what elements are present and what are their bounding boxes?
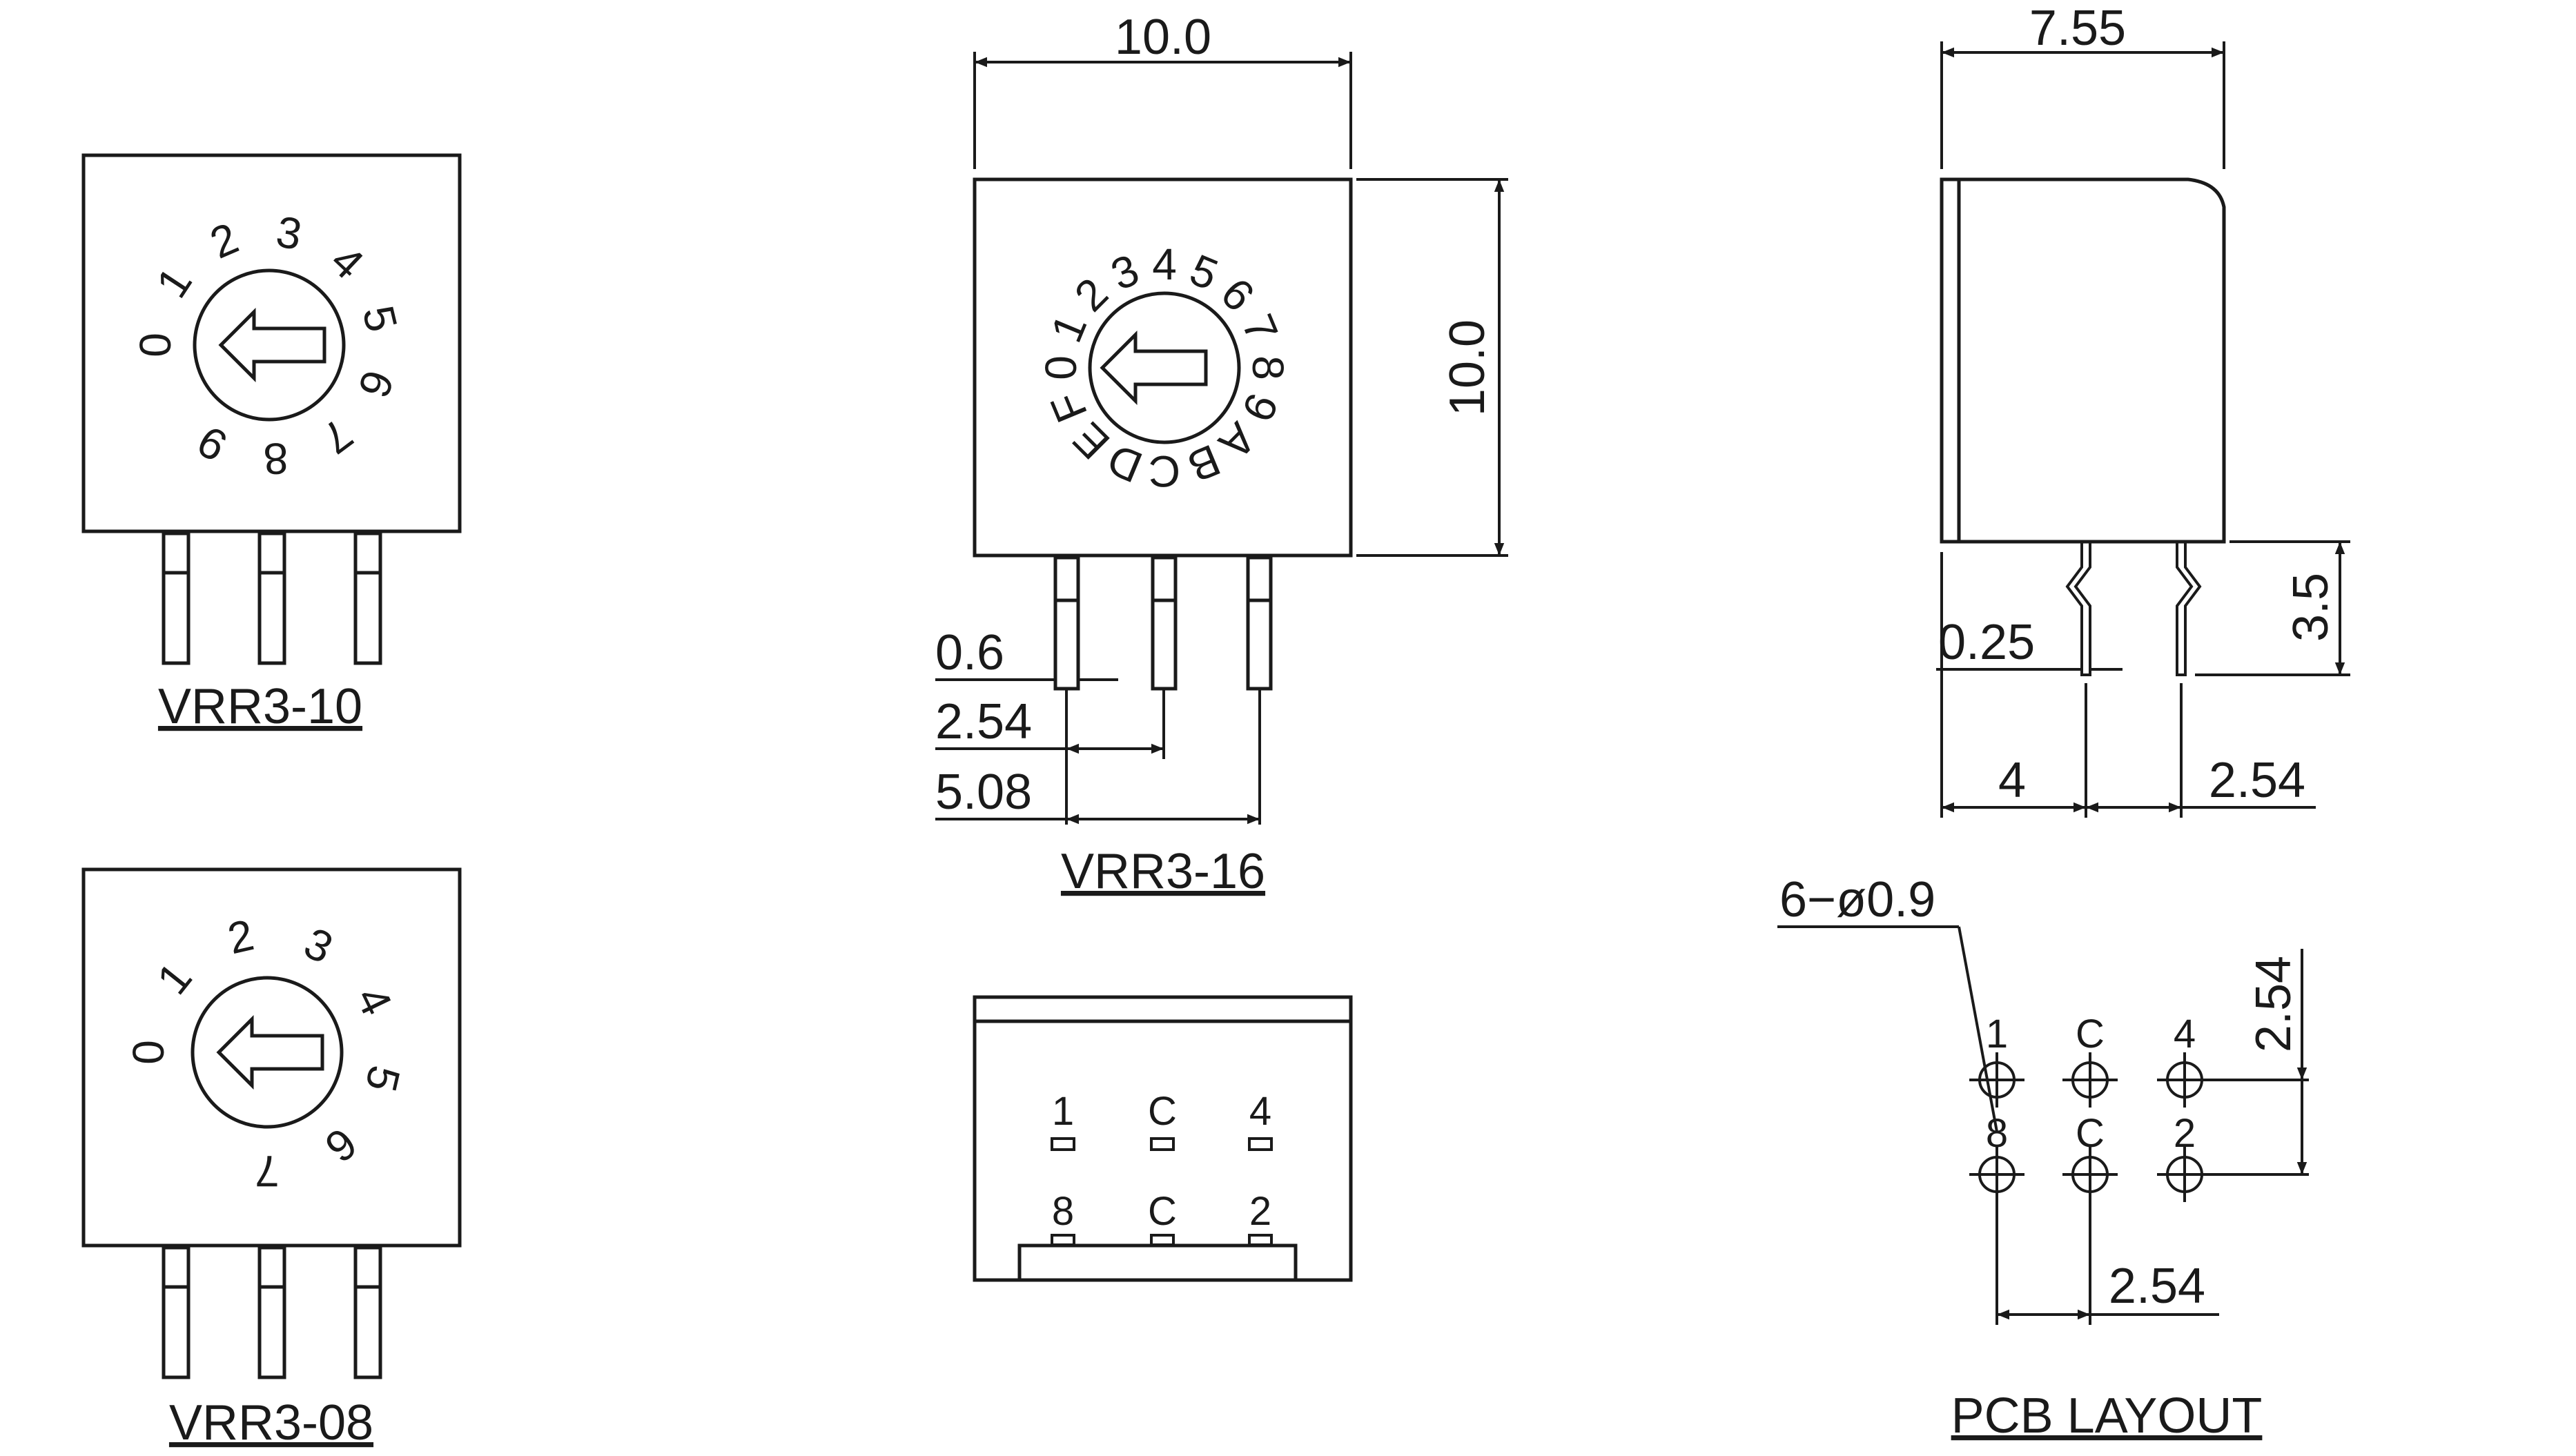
- pcb-pin-label: 4: [2174, 1012, 2196, 1056]
- view-pcb-layout: [1777, 925, 2309, 1325]
- dial-number: 0: [1036, 355, 1086, 380]
- dim-lead-thickness-label: 0.25: [1938, 615, 2035, 670]
- side-body-outline: [1940, 177, 2226, 544]
- hole-note-leader: [1777, 925, 1998, 1132]
- model-title-vrr3-10: VRR3-10: [158, 679, 362, 734]
- bottom-body-outline: [973, 995, 1353, 1282]
- pcb-pin-label: C: [2076, 1111, 2105, 1156]
- side-leads: [2065, 542, 2202, 676]
- dim-offset-label: 4: [1998, 753, 2026, 808]
- pad-marks: [1051, 1137, 1273, 1246]
- dial-number: 9: [189, 416, 235, 471]
- pcb-pin-label: C: [2076, 1012, 2105, 1056]
- dial-number: 0: [130, 333, 180, 357]
- dial-number: 8: [1243, 355, 1293, 380]
- dim-width-label: 10.0: [1115, 10, 1211, 65]
- rotor-arrow-icon: [216, 1014, 324, 1090]
- pcb-holes: [1969, 1052, 2212, 1202]
- dim-pitch-2-label: 5.08: [935, 765, 1032, 820]
- pins: [162, 1246, 382, 1379]
- dim-pitch-1-label: 2.54: [935, 694, 1032, 749]
- dial-number: 5: [1183, 244, 1224, 299]
- dim-row-pitch-label: 2.54: [2246, 956, 2301, 1052]
- dim-col-pitch-label: 2.54: [2109, 1259, 2205, 1314]
- bottom-pin-label: 2: [1249, 1189, 1271, 1234]
- rotor-circle: [193, 268, 346, 422]
- switch-body-outline: [973, 177, 1353, 558]
- dial-number: 1: [1041, 307, 1096, 348]
- dim-lead-height-label: 3.5: [2283, 573, 2339, 642]
- dial-number: 2: [1065, 268, 1118, 321]
- dial-number: 5: [353, 301, 407, 336]
- dim-pitch-label: 2.54: [2209, 753, 2305, 808]
- pcb-pin-label: 1: [1986, 1012, 2008, 1056]
- dial-number: 2: [203, 213, 245, 268]
- view-side: [1936, 41, 2350, 818]
- dial-number: 8: [262, 433, 290, 484]
- bottom-pin-label: 4: [1249, 1089, 1271, 1134]
- pcb-hole-note: 6−ø0.9: [1779, 872, 1935, 927]
- dial-number: 6: [316, 1118, 367, 1172]
- rotor-circle: [1088, 291, 1241, 444]
- dial-number: 4: [347, 979, 402, 1023]
- pins: [1053, 555, 1273, 691]
- rotor-circle: [191, 976, 344, 1129]
- dial-number: 3: [273, 206, 306, 259]
- bottom-pin-label: 8: [1052, 1189, 1074, 1234]
- dimension-depth: [1940, 41, 2225, 169]
- dial-number: 3: [1104, 244, 1145, 299]
- bottom-pin-label: C: [1148, 1089, 1177, 1134]
- dim-height-label: 10.0: [1440, 319, 1495, 416]
- pcb-pin-label: 8: [1986, 1111, 2008, 1156]
- rotor-arrow-icon: [218, 307, 326, 383]
- dial-number: 9: [1233, 386, 1288, 428]
- dial-number: 0: [124, 1040, 173, 1065]
- view-bottom: [973, 995, 1353, 1282]
- dimension-lead-height: [2195, 540, 2350, 676]
- model-title-vrr3-08: VRR3-08: [169, 1395, 373, 1450]
- pcb-layout-title: PCB LAYOUT: [1951, 1388, 2263, 1444]
- dimension-col-pitch: [1996, 1194, 2219, 1325]
- switch-body-outline: [81, 153, 462, 533]
- dimension-pins: [935, 678, 1261, 825]
- dial-number: F: [1041, 386, 1097, 430]
- bottom-pin-label: 1: [1052, 1089, 1074, 1134]
- dial-number: 1: [146, 259, 202, 306]
- dial-number: 4: [322, 236, 373, 289]
- dial-number: 7: [255, 1146, 280, 1196]
- bottom-pin-label: C: [1148, 1189, 1177, 1234]
- pcb-pin-label: 2: [2174, 1111, 2196, 1156]
- dimension-row-pitch: [2202, 949, 2309, 1176]
- dial-number: C: [1149, 446, 1180, 496]
- switch-body-outline: [81, 867, 462, 1248]
- dial-number: 6: [1211, 268, 1264, 321]
- dial-number: 3: [297, 918, 340, 973]
- model-title-vrr3-16: VRR3-16: [1061, 844, 1265, 899]
- dial-number: 7: [313, 409, 362, 464]
- dial-number: 4: [1152, 239, 1177, 289]
- dial-number: 5: [356, 1061, 410, 1096]
- dial-number: 2: [223, 909, 258, 963]
- dim-depth-label: 7.55: [2029, 1, 2126, 56]
- dial-number: 7: [1233, 307, 1288, 348]
- dimension-offset-pitch: [1940, 552, 2316, 818]
- pins: [162, 531, 382, 665]
- dial-number: 6: [349, 364, 404, 404]
- dim-pin-width-label: 0.6: [935, 625, 1004, 680]
- dial-number: 1: [147, 953, 201, 1003]
- dimension-width: [973, 52, 1352, 169]
- rotor-arrow-icon: [1100, 330, 1208, 406]
- dimension-height: [1356, 178, 1508, 557]
